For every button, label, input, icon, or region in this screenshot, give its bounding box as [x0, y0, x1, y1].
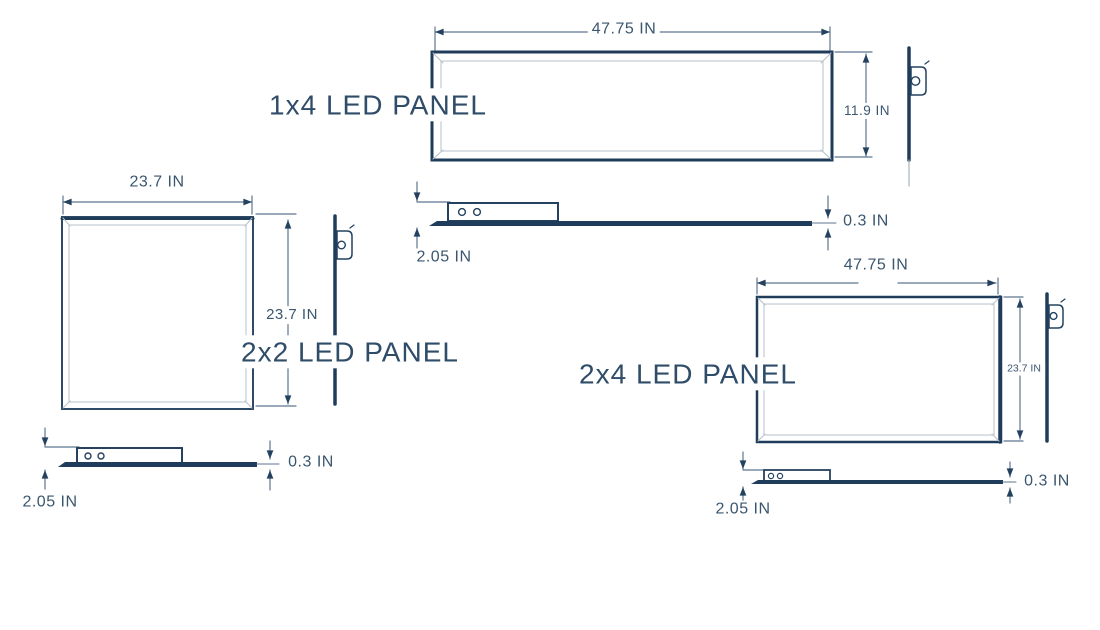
extension-line [1003, 296, 1024, 442]
panel-1x4-width-dim: 47.75 IN [587, 20, 661, 40]
panel-side-slab [58, 462, 257, 467]
clip-hole [1049, 311, 1058, 321]
panel-1x4-bevel [440, 60, 824, 152]
panel-1x4-height-dim: 11.9 IN [839, 102, 895, 120]
panel-2x2-width-dim: 23.7 IN [125, 173, 189, 193]
panel-2x2-group [41, 195, 355, 491]
panel-side-slab [429, 221, 812, 226]
panel-side-slab [751, 480, 1003, 484]
panel-2x4-width-dim: 47.75 IN [839, 256, 913, 276]
bevel-corner-lines [432, 52, 832, 160]
bevel-corner-lines [62, 217, 253, 409]
knockout-hole [767, 472, 775, 480]
panel-2x2-height-dim: 23.7 IN [262, 306, 322, 324]
panel-2x2-title: 2x2 LED PANEL [235, 335, 465, 369]
panel-2x4-driver-dim: 2.05 IN [711, 500, 775, 520]
extension-line [255, 213, 297, 407]
extension-line [62, 195, 253, 215]
clip-tick [349, 224, 355, 229]
panel-1x4-thickness-dim: 0.3 IN [839, 212, 893, 232]
extension-line [756, 277, 999, 295]
bevel-corner-lines [757, 297, 1000, 442]
panel-2x2-bevel [68, 224, 247, 403]
panel-2x4-thickness-dim: 0.3 IN [1020, 472, 1074, 492]
knockout-hole [457, 207, 467, 217]
knockout-hole [776, 472, 784, 480]
clip-hole [337, 240, 347, 250]
knockout-hole [84, 452, 92, 460]
panel-2x2-thickness-dim: 0.3 IN [284, 453, 338, 473]
clip-tick [924, 60, 930, 65]
knockout-hole [97, 452, 105, 460]
extension-line [834, 51, 873, 158]
panel-2x2-driver-dim: 2.05 IN [18, 493, 82, 513]
clip-tick [1060, 298, 1066, 303]
knockout-hole [472, 207, 482, 217]
panel-1x4-title: 1x4 LED PANEL [263, 88, 493, 122]
panel-2x4-group [739, 277, 1066, 504]
clip-hole [910, 76, 921, 86]
panel-2x4-height-dim: 23.7 IN [1003, 362, 1045, 376]
panel-2x4-title: 2x4 LED PANEL [573, 357, 803, 391]
driver-box [76, 447, 183, 464]
panel-1x4-driver-dim: 2.05 IN [412, 248, 476, 268]
panel-1x4-group [413, 26, 930, 251]
